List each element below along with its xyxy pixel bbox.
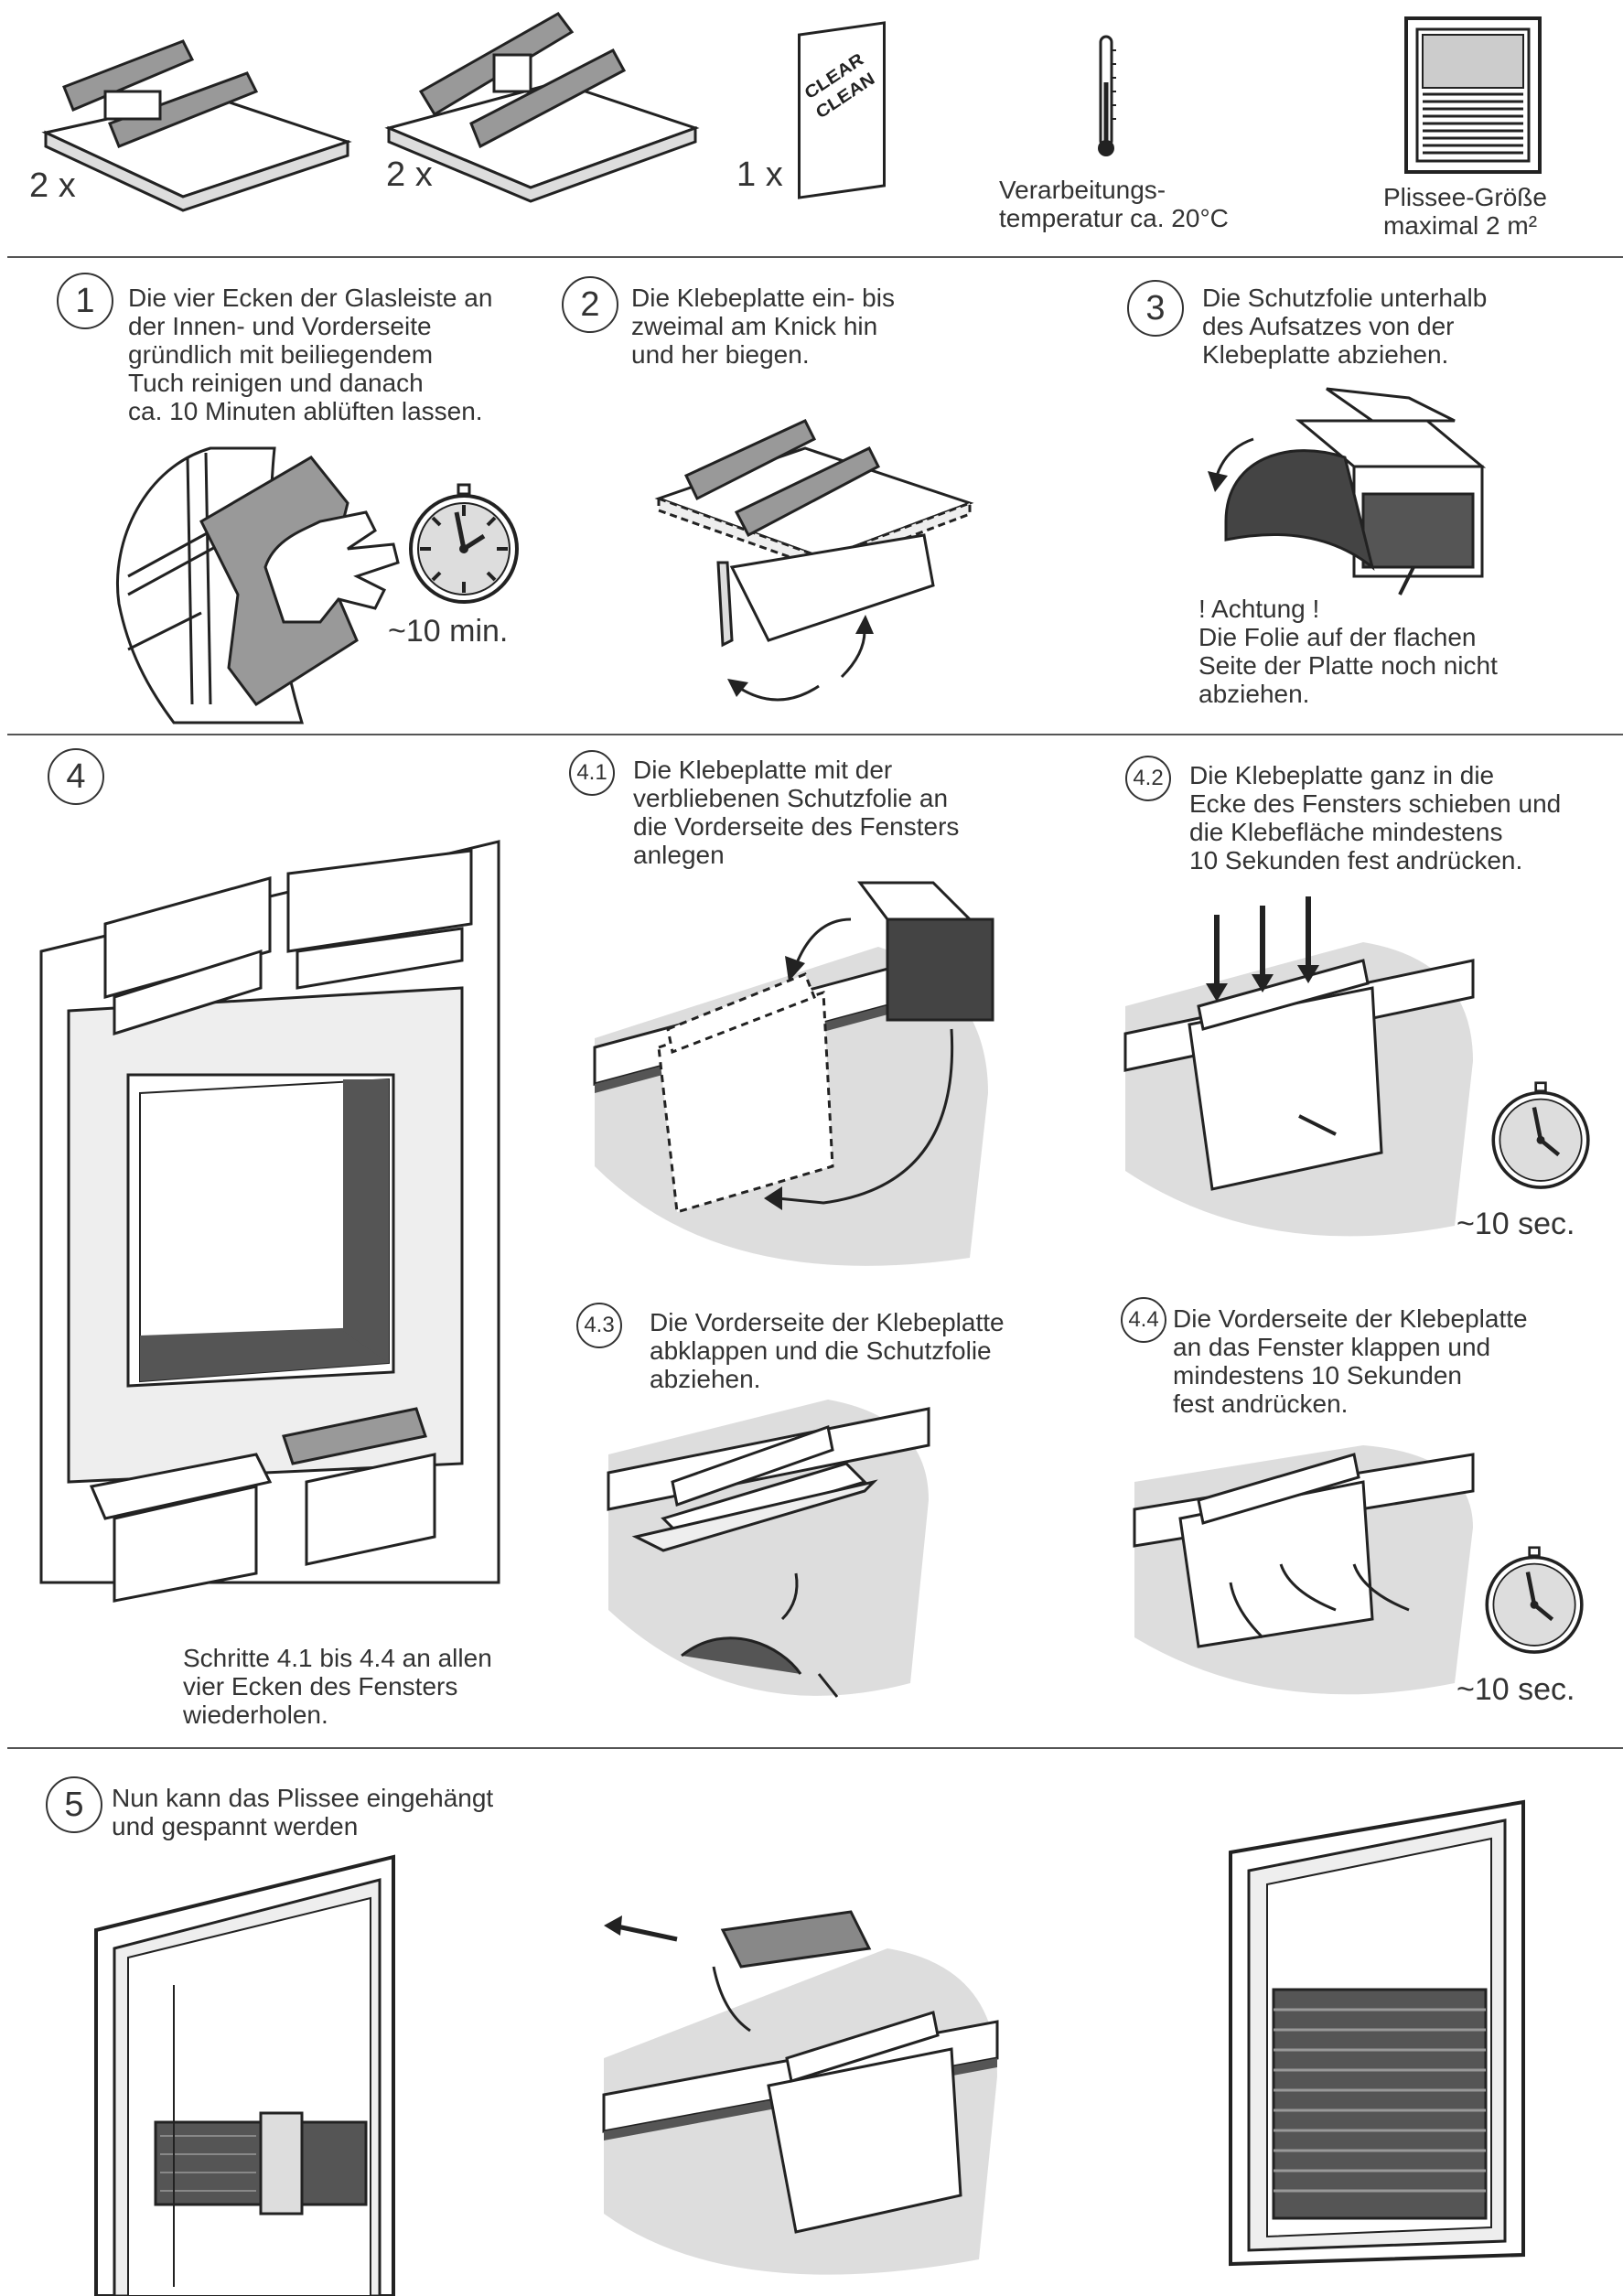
fold-down-plate-illustration	[599, 1381, 947, 1711]
step-4-repeat-note: Schritte 4.1 bis 4.4 an allen vier Ecken…	[183, 1644, 492, 1729]
step-number-badge: 4	[48, 748, 104, 805]
step-3-warning: ! Achtung ! Die Folie auf der flachen Se…	[1198, 595, 1498, 708]
plissee-window-icon	[1404, 16, 1542, 174]
section-divider	[7, 256, 1623, 258]
thermometer-icon	[1089, 37, 1125, 165]
step-number-badge: 5	[46, 1776, 102, 1833]
bracket-plate-a-illustration	[27, 23, 357, 206]
section-divider	[7, 1747, 1623, 1749]
cleaning-tissue-card: CLEAR CLEAN	[798, 21, 886, 198]
step-4-4-time: ~10 sec.	[1456, 1676, 1575, 1704]
press-plate-illustration	[1125, 896, 1491, 1244]
step-number-badge: 4.4	[1121, 1297, 1166, 1343]
fold-up-plate-illustration	[1125, 1427, 1482, 1701]
peel-foil-illustration	[1189, 384, 1500, 595]
section-divider	[7, 734, 1623, 735]
step-1-time: ~10 min.	[388, 617, 508, 646]
step-number-badge: 4.2	[1125, 756, 1171, 801]
qty-label: 2 x	[386, 156, 433, 195]
step-4-4-text: Die Vorderseite der Klebeplatte an das F…	[1173, 1304, 1528, 1418]
clock-icon	[1478, 1546, 1592, 1660]
step-number-badge: 3	[1127, 280, 1184, 337]
qty-label: 2 x	[29, 166, 76, 206]
window-corners-overview-illustration	[41, 823, 508, 1583]
apply-plate-illustration	[586, 864, 1006, 1285]
temperature-label: Verarbeitungs- temperatur ca. 20°C	[999, 176, 1229, 232]
clip-attach-illustration	[595, 1848, 1025, 2278]
clock-icon	[1484, 1081, 1598, 1196]
step-4-2-time: ~10 sec.	[1456, 1210, 1575, 1239]
bending-plate-illustration	[650, 412, 979, 704]
step-3-text: Die Schutzfolie unterhalb des Aufsatzes …	[1202, 284, 1487, 369]
step-4-1-text: Die Klebeplatte mit der verbliebenen Sch…	[633, 756, 959, 869]
step-number-badge: 2	[562, 276, 618, 333]
step-5-text: Nun kann das Plissee eingehängt und gesp…	[112, 1784, 493, 1840]
plissee-mounting-illustration	[91, 1848, 403, 2296]
bracket-plate-b-illustration	[384, 5, 714, 197]
cleaning-hand-illustration	[91, 430, 421, 732]
plissee-size-label: Plissee-Größe maximal 2 m²	[1383, 183, 1547, 240]
step-number-badge: 4.3	[576, 1303, 622, 1348]
clock-icon	[407, 483, 521, 611]
cleaning-tissue-label: CLEAR CLEAN	[801, 48, 879, 124]
step-2-text: Die Klebeplatte ein- bis zweimal am Knic…	[631, 284, 895, 369]
step-4-2-text: Die Klebeplatte ganz in die Ecke des Fen…	[1189, 761, 1561, 874]
step-number-badge: 4.1	[569, 750, 615, 796]
step-1-text: Die vier Ecken der Glasleiste an der Inn…	[128, 284, 492, 425]
plissee-finished-illustration	[1226, 1797, 1528, 2273]
step-number-badge: 1	[57, 273, 113, 329]
qty-label: 1 x	[736, 156, 783, 195]
